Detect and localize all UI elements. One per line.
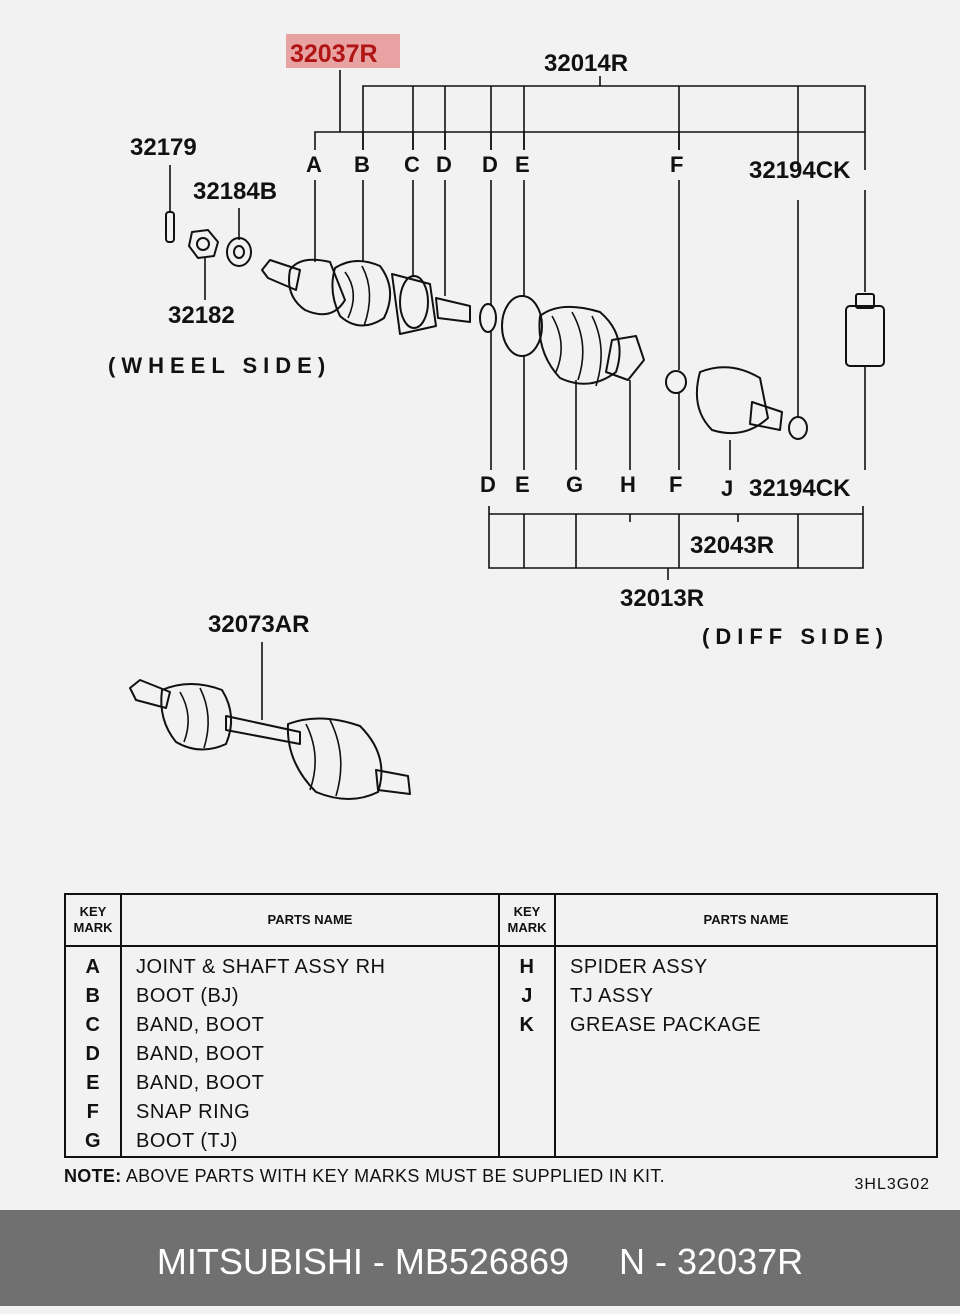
- part-32014R-label[interactable]: 32014R: [544, 50, 628, 77]
- table-row-key: G: [84, 1130, 102, 1152]
- part-32194CK-bottom-label[interactable]: 32194CK: [749, 475, 851, 502]
- ring-32194CK: [788, 416, 808, 440]
- part-32182-label[interactable]: 32182: [168, 302, 235, 329]
- tj-stub: [749, 401, 783, 431]
- table-row-key: J: [521, 985, 533, 1007]
- key-mark-E: E: [515, 152, 530, 177]
- nut-32182-hole: [196, 237, 210, 251]
- stub-axle: [261, 259, 301, 291]
- footer-brand: MITSUBISHI: [156, 1241, 363, 1282]
- table-row-key: H: [519, 956, 535, 978]
- exploded-assembly: [261, 258, 885, 440]
- tj-housing-J: [695, 366, 769, 434]
- table-row-key: C: [85, 1014, 101, 1036]
- highlight-box: [286, 34, 400, 68]
- table-row-key: K: [519, 1014, 535, 1036]
- band-E-ring: [501, 295, 543, 357]
- note-label: NOTE:: [64, 1166, 122, 1186]
- key-mark-J: J: [721, 476, 733, 501]
- table-row-name: BAND, BOOT: [136, 1043, 265, 1065]
- grease-package-K: [845, 305, 885, 367]
- key-mark-F: F: [670, 152, 683, 177]
- table-row-key: F: [86, 1101, 100, 1123]
- part-32179-label[interactable]: 32179: [130, 134, 197, 161]
- parts-name-header: PARTS NAME: [554, 894, 938, 947]
- key-mark-D: D: [436, 152, 452, 177]
- footer-part-number[interactable]: MB526869: [394, 1241, 570, 1282]
- boot-B: [331, 260, 391, 327]
- table-row-name: BAND, BOOT: [136, 1072, 265, 1094]
- table-row-key: E: [86, 1072, 100, 1094]
- grease-package-cap: [855, 293, 875, 309]
- table-row-name: SNAP RING: [136, 1101, 251, 1123]
- spider-H: [605, 335, 645, 381]
- bracket-32043R-32013R: [488, 506, 864, 569]
- note-text: ABOVE PARTS WITH KEY MARKS MUST BE SUPPL…: [125, 1166, 665, 1186]
- footer-separator: -: [362, 1241, 395, 1282]
- bracket-32037R: [314, 70, 865, 150]
- bottom-leaders: [490, 330, 866, 470]
- band-C: [391, 273, 437, 335]
- table-row-name: BOOT (TJ): [136, 1130, 238, 1152]
- band-C-ring: [399, 275, 429, 329]
- footer-title: MITSUBISHI - MB526869 N - 32037R: [0, 1210, 960, 1306]
- parts-name-header: PARTS NAME: [120, 894, 500, 947]
- part-32073AR-label[interactable]: 32073AR: [208, 611, 309, 638]
- top-leaders: [314, 180, 866, 418]
- parts-diagram: 32037R 32014R A B C D D E F 32194CK 3217…: [108, 34, 889, 800]
- key-mark-C: C: [404, 152, 420, 177]
- bottom-key-marks: D E G H F J: [480, 472, 733, 501]
- boot-G: [538, 305, 621, 385]
- diff-side-label: (DIFF SIDE): [702, 624, 889, 649]
- table-row-key: B: [85, 985, 101, 1007]
- nut-32182: [188, 229, 219, 259]
- table-row-name: GREASE PACKAGE: [570, 1014, 762, 1036]
- snap-ring-F: [665, 370, 687, 394]
- part-32184B-label[interactable]: 32184B: [193, 178, 277, 205]
- footer-ref: N - 32037R: [619, 1241, 804, 1282]
- shaft-end: [435, 297, 471, 323]
- key-mark-H: H: [620, 472, 636, 497]
- top-key-marks: A B C D D E F: [306, 152, 683, 177]
- key-mark-F: F: [669, 472, 682, 497]
- right-key-column: H J K: [498, 946, 556, 1157]
- complete-drive-shaft: [129, 679, 411, 800]
- washer-32184B: [226, 237, 252, 267]
- key-mark-E: E: [515, 472, 530, 497]
- kit-note: NOTE: ABOVE PARTS WITH KEY MARKS MUST BE…: [64, 1166, 665, 1187]
- table-row-key: D: [85, 1043, 101, 1065]
- key-mark-B: B: [354, 152, 370, 177]
- table-row-name: SPIDER ASSY: [570, 956, 708, 978]
- part-32037R-label[interactable]: 32037R: [290, 40, 378, 68]
- key-mark-D: D: [480, 472, 496, 497]
- washer-32184B-hole: [233, 245, 245, 259]
- table-row-name: BAND, BOOT: [136, 1014, 265, 1036]
- table-row-name: TJ ASSY: [570, 985, 654, 1007]
- key-mark-A: A: [306, 152, 322, 177]
- wheel-side-label: (WHEEL SIDE): [108, 353, 331, 378]
- footer-bar: MITSUBISHI - MB526869 N - 32037R: [0, 1210, 960, 1306]
- part-32194CK-top-label[interactable]: 32194CK: [749, 157, 851, 184]
- key-mark-G: G: [566, 472, 583, 497]
- band-D-ring: [479, 303, 497, 333]
- right-name-column: SPIDER ASSY TJ ASSY GREASE PACKAGE: [554, 946, 938, 1157]
- part-32013R-label[interactable]: 32013R: [620, 585, 704, 612]
- table-row-name: JOINT & SHAFT ASSY RH: [136, 956, 386, 978]
- key-mark-D: D: [482, 152, 498, 177]
- left-key-column: A B C D E F G: [64, 946, 122, 1157]
- diagram-code: 3HL3G02: [854, 1176, 930, 1193]
- table-row-key: A: [85, 956, 101, 978]
- cotter-pin: [165, 211, 175, 243]
- bracket-32014R: [362, 76, 866, 170]
- table-row-name: BOOT (BJ): [136, 985, 240, 1007]
- outer-joint-A: [288, 258, 346, 316]
- part-32043R-label[interactable]: 32043R: [690, 532, 774, 559]
- left-name-column: JOINT & SHAFT ASSY RH BOOT (BJ) BAND, BO…: [120, 946, 500, 1157]
